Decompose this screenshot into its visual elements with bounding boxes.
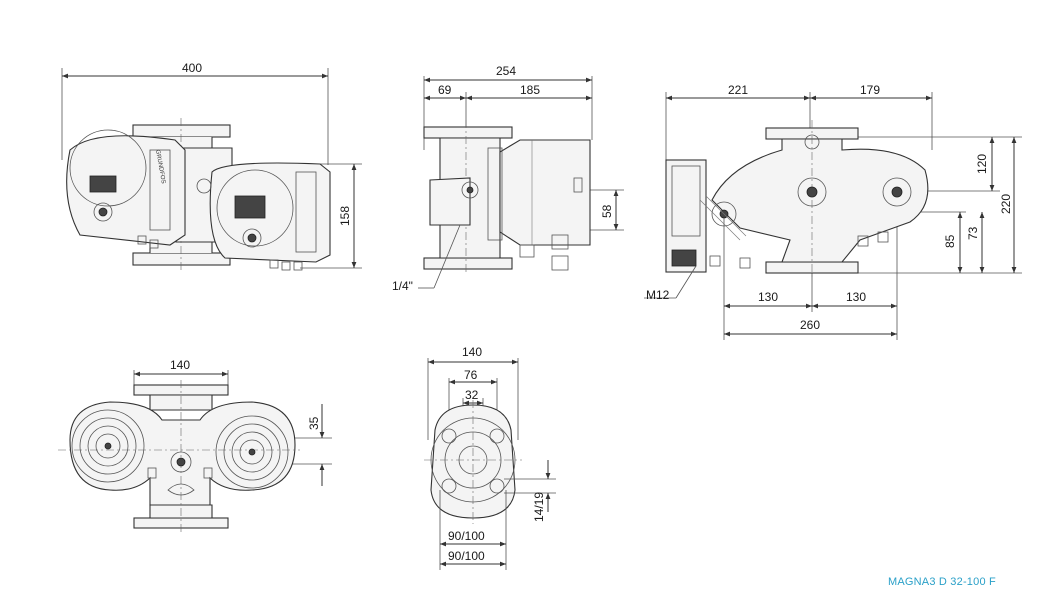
flange-view: 140 76 32 14/19 90/100 90/100 (424, 345, 556, 570)
svg-text:GRUNDFOS: GRUNDFOS (154, 149, 166, 184)
dim-front-height: 158 (338, 206, 352, 226)
dim-top-offset: 35 (307, 416, 321, 430)
right-view: 221 179 120 220 85 73 130 130 260 (644, 83, 1022, 340)
model-label: MAGNA3 D 32-100 F (888, 576, 996, 588)
dim-side-a: 69 (438, 83, 452, 97)
dim-side-height: 58 (600, 204, 614, 218)
dim-right-span: 260 (800, 318, 820, 332)
dim-flange-pcd1: 90/100 (448, 529, 485, 543)
dim-flange-inner: 32 (465, 388, 479, 402)
dim-right-half1: 130 (758, 290, 778, 304)
dim-right-right: 179 (860, 83, 880, 97)
dim-right-73: 73 (966, 226, 980, 240)
front-view: 400 158 GRUNDFOS (61, 61, 362, 272)
dim-flange-bolt: 14/19 (532, 492, 546, 522)
dim-top-width: 140 (170, 358, 190, 372)
dim-flange-pcd2: 90/100 (448, 549, 485, 563)
side-view: 254 69 185 58 1/4" (392, 64, 624, 293)
dim-side-b: 185 (520, 83, 540, 97)
top-view: 140 35 (58, 358, 332, 532)
dim-right-half2: 130 (846, 290, 866, 304)
dim-side-total: 254 (496, 64, 516, 78)
dim-right-120: 120 (975, 154, 989, 174)
label-right-thread: M12 (646, 288, 670, 302)
dim-right-85: 85 (943, 234, 957, 248)
dim-flange-outer: 140 (462, 345, 482, 359)
label-side-thread: 1/4" (392, 279, 413, 293)
dim-right-220: 220 (999, 194, 1013, 214)
dim-right-left: 221 (728, 83, 748, 97)
dim-front-width: 400 (182, 61, 202, 75)
dim-flange-mid: 76 (464, 368, 478, 382)
